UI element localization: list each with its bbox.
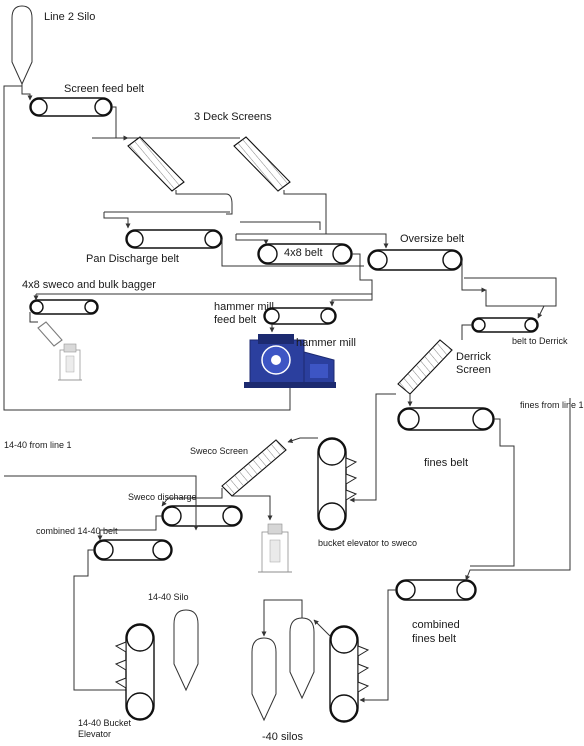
- flow-screens-mid2: [236, 190, 327, 235]
- combined-1440-belt: [93, 539, 173, 561]
- combined-fines-belt-label-2: fines belt: [412, 633, 456, 645]
- flow-screen-deck2: [240, 221, 321, 230]
- screen-feed-belt-label: Screen feed belt: [64, 83, 144, 95]
- belt-4x8-label: 4x8 belt: [284, 247, 323, 259]
- derrick-screen-label-1: Derrick: [456, 351, 491, 363]
- combined-fines-belt-label-1: combined: [412, 619, 460, 631]
- hammer-mill-label: hammer mill: [296, 337, 356, 349]
- deck-screen-2: [233, 136, 291, 192]
- fines-belt: [397, 407, 495, 431]
- belt-4x8: [257, 243, 353, 265]
- silo-1440-label: 14-40 Silo: [148, 592, 189, 602]
- silo-1440: [173, 609, 199, 692]
- derrick-screen-label-2: Screen: [456, 364, 491, 376]
- flow-recycle-left: [3, 85, 291, 411]
- combined-fines-belt: [395, 579, 477, 601]
- minus40-silos-label: -40 silos: [262, 731, 303, 743]
- hammer-mill-feed-label-2: feed belt: [214, 314, 256, 326]
- flow-feed-to-screens: [112, 106, 129, 141]
- flow-to-4x8: [235, 234, 269, 245]
- sweco-bagger-belt: [29, 299, 99, 315]
- flow-oversize-to-derrick-belt: [462, 277, 557, 307]
- flow-elevator-to-sweco: [287, 437, 318, 443]
- flow-combined-fines-out: [359, 589, 396, 703]
- sweco-discharge-label: Sweco discharge: [128, 492, 197, 502]
- flow-oversize-out: [461, 260, 487, 293]
- flow-silo-to-belt: [21, 84, 33, 101]
- flow-pan-out: [221, 239, 364, 267]
- silo-minus40-2: [289, 617, 315, 700]
- sweco-bagger-unit: [37, 321, 82, 381]
- flow-to-oversize: [320, 233, 389, 249]
- combined-1440-belt-label: combined 14-40 belt: [36, 526, 118, 536]
- flow-sweco-to-discharge: [161, 488, 223, 507]
- hammer-mill-feed-belt: [263, 307, 337, 325]
- hammer-mill: [244, 334, 336, 388]
- line2-silo-label: Line 2 Silo: [44, 11, 95, 23]
- bucket-elevator-1440-label-2: Elevator: [78, 729, 111, 739]
- screen-feed-belt: [29, 97, 113, 117]
- sweco-screen: [221, 439, 287, 497]
- flow-into-combined-fines: [465, 430, 571, 581]
- hammer-mill-feed-label-1: hammer mill: [214, 301, 274, 313]
- bucket-elevator-minus40: [329, 625, 370, 723]
- flow-into-derrick-belt: [537, 305, 556, 319]
- flow-elevator-to-silo2: [313, 619, 331, 637]
- derrick-screen: [397, 339, 453, 395]
- bucket-elevator-sweco-label: bucket elevator to sweco: [318, 538, 417, 548]
- flow-1440-from-line1: [4, 475, 199, 531]
- sweco-screen-label: Sweco Screen: [190, 446, 248, 456]
- deck-screen-1: [127, 136, 185, 192]
- sweco-discharge-belt: [161, 505, 243, 527]
- flow-discharge-to-combined: [97, 515, 162, 541]
- oversize-belt: [367, 249, 463, 271]
- sweco-bagger-label: 4x8 sweco and bulk bagger: [22, 279, 156, 291]
- flow-screens-mid: [175, 190, 233, 215]
- bucket-elevator-1440: [114, 623, 155, 721]
- oversize-belt-label: Oversize belt: [400, 233, 464, 245]
- fines-belt-label: fines belt: [424, 457, 468, 469]
- fines-from-line1-label: fines from line 1: [520, 400, 584, 410]
- belt-to-derrick-label: belt to Derrick: [512, 336, 568, 346]
- flow-fines-belt-out: [470, 418, 515, 567]
- sweco-bagger-unit-2: [258, 523, 292, 573]
- pan-discharge-belt: [125, 229, 223, 249]
- deck-screens-label: 3 Deck Screens: [194, 111, 272, 123]
- bucket-elevator-1440-label-1: 14-40 Bucket: [78, 718, 132, 728]
- flow-sweco-to-bagger2: [232, 495, 273, 521]
- flow-to-hammer-feed: [329, 294, 373, 307]
- pan-discharge-belt-label: Pan Discharge belt: [86, 253, 179, 265]
- from-line1-1440-label: 14-40 from line 1: [4, 440, 72, 450]
- flow-sweco-to-bagger: [29, 312, 38, 323]
- line2-silo: [11, 5, 33, 86]
- bucket-elevator-sweco: [317, 437, 358, 531]
- flow-derrick-over: [349, 393, 396, 503]
- belt-to-derrick: [471, 317, 539, 333]
- flow-combined-1440-out: [73, 549, 131, 701]
- flow-4x8-out: [36, 253, 373, 295]
- flow-to-pan: [103, 212, 131, 229]
- silo-minus40-1: [251, 637, 277, 722]
- flow-derrick-belt-out: [461, 324, 472, 340]
- flow-to-minus40-silo1: [261, 599, 303, 637]
